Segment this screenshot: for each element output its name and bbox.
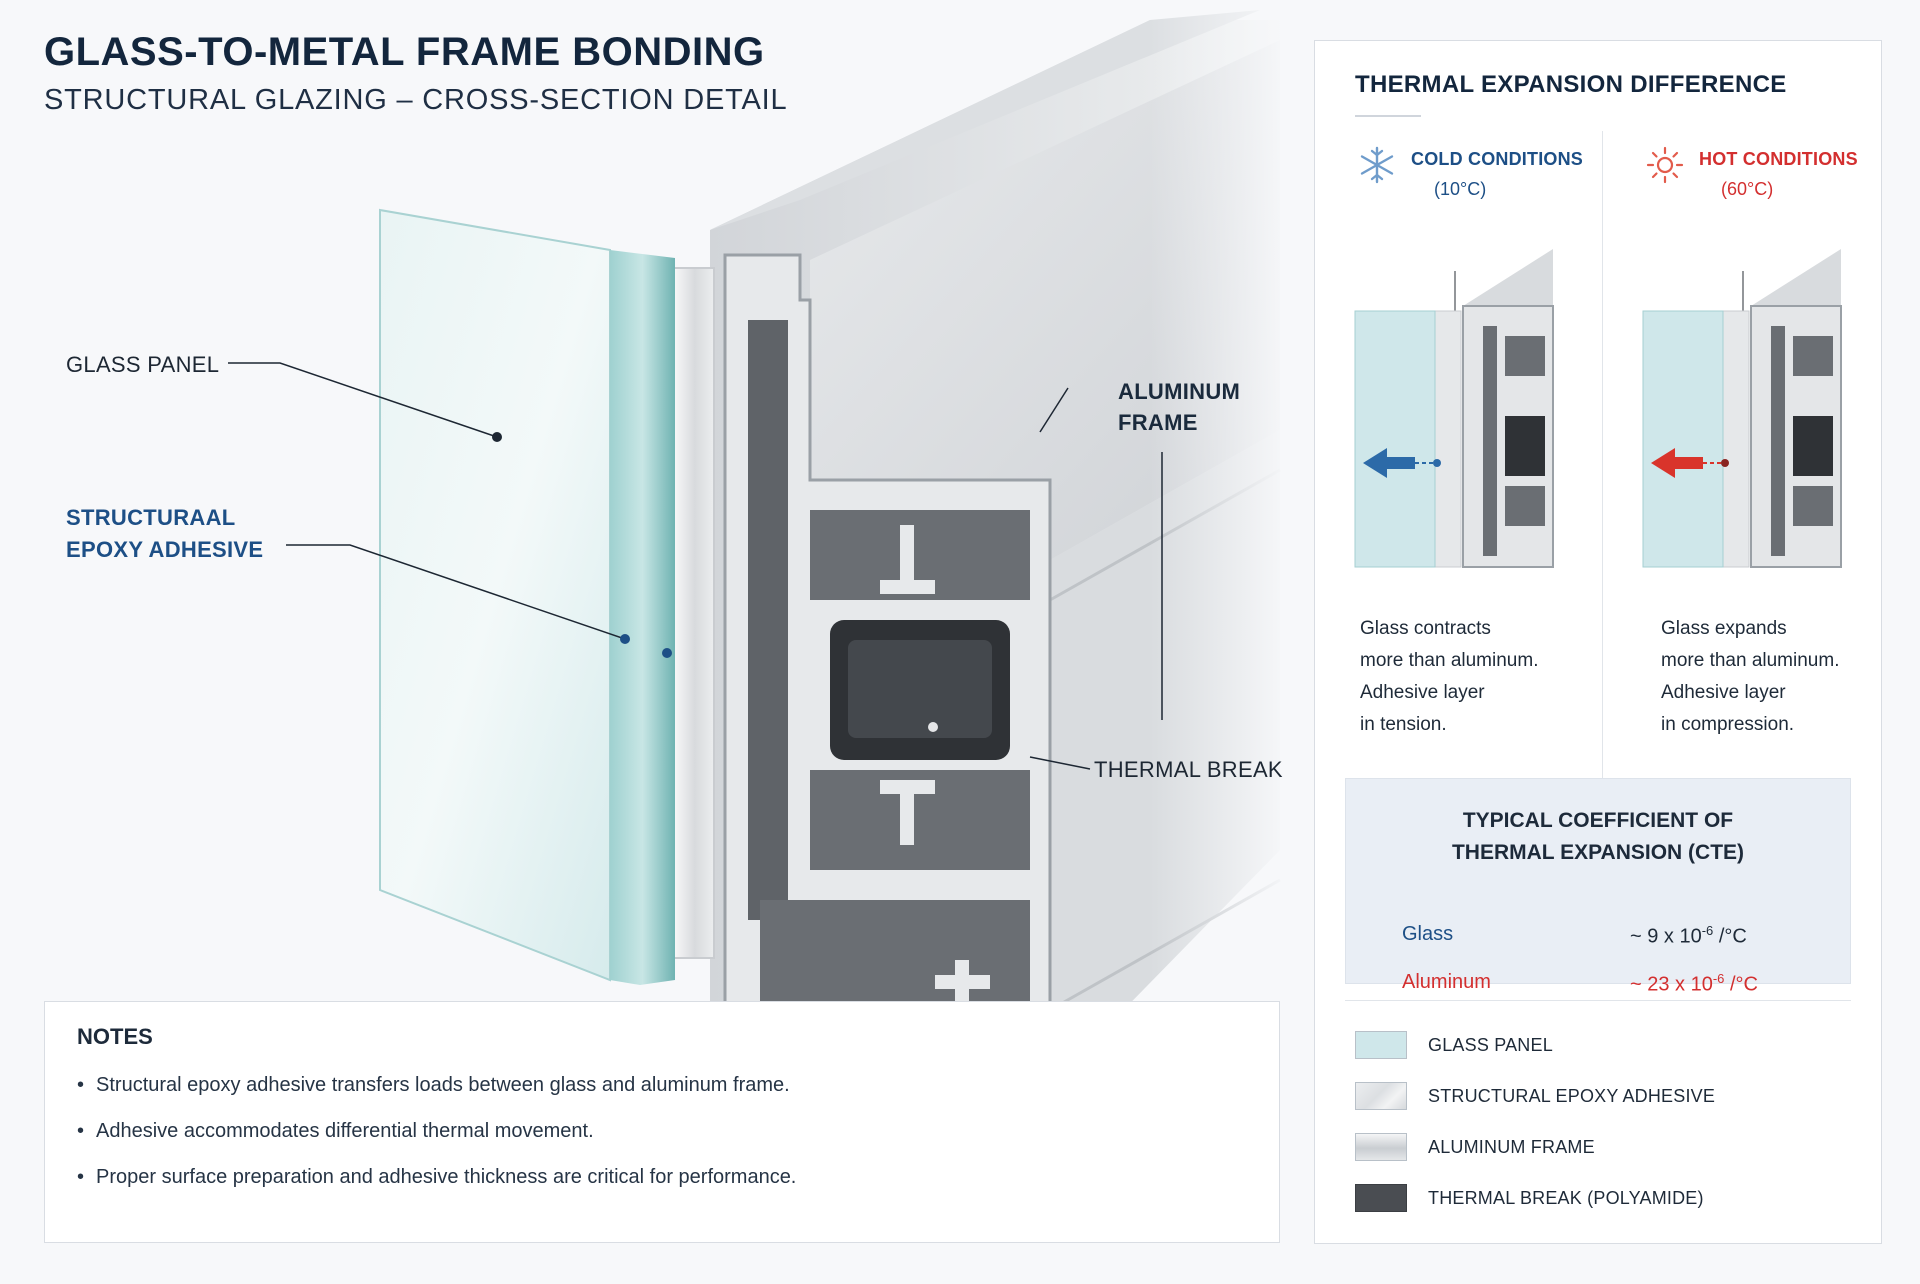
cte-material: Glass [1402,923,1454,945]
cold-desc-line: Adhesive layer [1360,682,1485,703]
cte-table: TYPICAL COEFFICIENT OF THERMAL EXPANSION… [1345,778,1851,996]
cold-desc-line: Glass contracts [1360,618,1491,639]
hot-desc-line: Adhesive layer [1661,682,1786,703]
legend-swatch-thermal-break [1355,1184,1407,1212]
page-subtitle: STRUCTURAL GLAZING – CROSS-SECTION DETAI… [44,84,788,116]
legend-label: STRUCTURAL EPOXY ADHESIVE [1428,1086,1716,1106]
legend-swatch-aluminum [1355,1133,1407,1161]
hot-condition-diagram [1642,249,1842,568]
legend-label: THERMAL BREAK (POLYAMIDE) [1428,1188,1704,1208]
legend-swatch-glass [1355,1031,1407,1059]
notes-title: NOTES [77,1024,153,1049]
callout-epoxy-line1: STRUCTURAAL [66,505,236,530]
callout-aluminum-frame: ALUMINUM FRAME [1118,376,1240,438]
note-item: Adhesive accommodates differential therm… [77,1120,796,1143]
cross-section-illustration [228,0,1290,1100]
legend-label: GLASS PANEL [1428,1035,1553,1055]
cte-title-line1: TYPICAL COEFFICIENT OF [1462,809,1734,832]
page-title: GLASS-TO-METAL FRAME BONDING [44,30,765,74]
hot-heading: HOT CONDITIONS [1699,149,1858,169]
callout-epoxy-line2: EPOXY ADHESIVE [66,537,264,562]
cte-title-line2: THERMAL EXPANSION (CTE) [1451,841,1745,864]
sun-icon [1646,146,1684,184]
hot-description: Glass expands more than aluminum. Adhesi… [1661,613,1839,741]
column-divider [1602,131,1603,791]
cold-desc-line: in tension. [1360,714,1447,735]
legend-divider [1345,1000,1851,1001]
cold-condition-diagram [1354,249,1554,568]
panel-title: THERMAL EXPANSION DIFFERENCE [1355,71,1787,98]
hot-desc-line: more than aluminum. [1661,650,1840,671]
callout-epoxy-adhesive: STRUCTURAAL EPOXY ADHESIVE [66,502,263,566]
note-item: Proper surface preparation and adhesive … [77,1166,796,1189]
thermal-break-graphic [830,620,1010,760]
legend-swatch-epoxy [1355,1082,1407,1110]
snowflake-icon [1360,146,1394,184]
panel-title-rule [1355,115,1421,117]
glass-panel-graphic [379,208,675,985]
callout-glass-panel: GLASS PANEL [66,352,220,377]
callout-frame-line2: FRAME [1118,410,1198,435]
callout-leaders [228,362,1163,770]
callout-frame-line1: ALUMINUM [1118,379,1241,404]
thermal-expansion-panel: THERMAL EXPANSION DIFFERENCE COLD CONDIT… [1314,40,1882,1244]
cold-desc-line: more than aluminum. [1360,650,1539,671]
cte-title: TYPICAL COEFFICIENT OF THERMAL EXPANSION… [1346,805,1850,869]
callout-thermal-break: THERMAL BREAK [1094,757,1283,782]
note-item: Structural epoxy adhesive transfers load… [77,1074,796,1097]
cte-material: Aluminum [1402,971,1491,993]
cold-heading: COLD CONDITIONS [1411,149,1583,169]
notes-list: Structural epoxy adhesive transfers load… [77,1074,796,1212]
hot-desc-line: in compression. [1661,714,1795,735]
cte-value: ~ 9 x 10-6 /°C [1630,923,1747,948]
cte-value: ~ 23 x 10-6 /°C [1630,971,1758,996]
notes-box: NOTES Structural epoxy adhesive transfer… [44,1001,1280,1243]
hot-temp: (60°C) [1721,179,1774,199]
cold-temp: (10°C) [1434,179,1487,199]
legend-label: ALUMINUM FRAME [1428,1137,1595,1157]
cold-description: Glass contracts more than aluminum. Adhe… [1360,613,1538,741]
hot-desc-line: Glass expands [1661,618,1787,639]
